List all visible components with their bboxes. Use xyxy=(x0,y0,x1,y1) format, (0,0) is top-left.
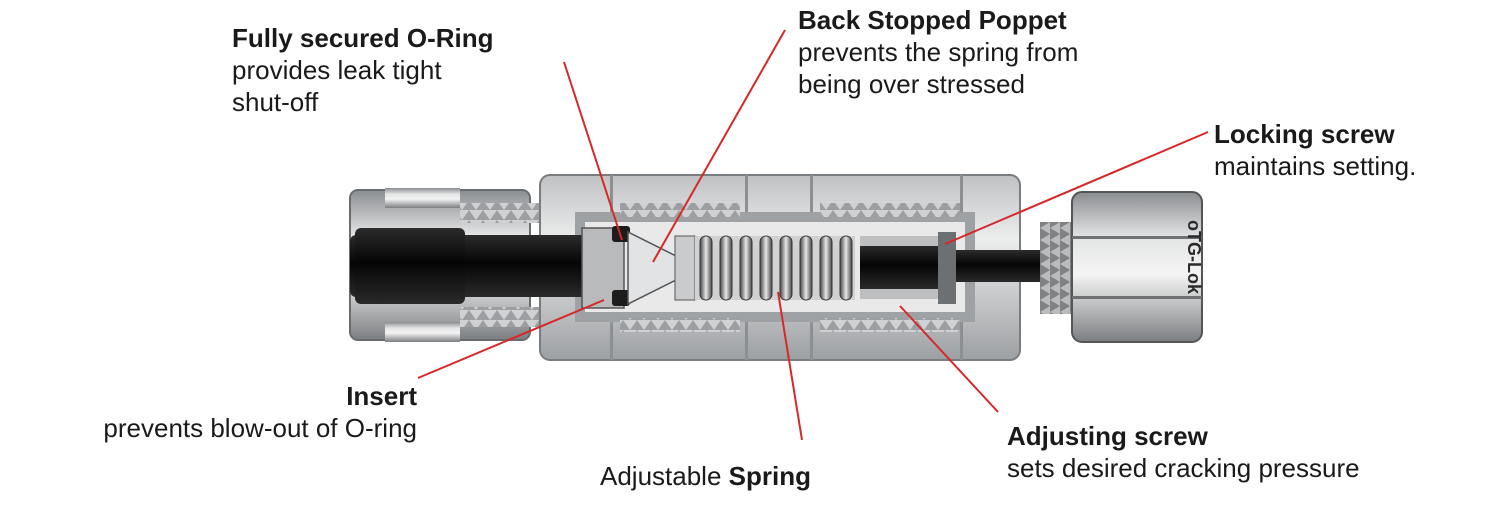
valve-body: oTG-Lok xyxy=(349,174,1204,361)
leader-line-insert xyxy=(417,299,605,379)
leader-lines xyxy=(417,29,1209,441)
callout-poppet-title: Back Stopped Poppet xyxy=(798,5,1067,35)
callout-insert-title: Insert xyxy=(346,381,417,411)
callout-adjusting: Adjusting screw sets desired cracking pr… xyxy=(1007,420,1360,484)
callout-oring-desc-2: shut-off xyxy=(232,87,319,117)
adjusting-screw xyxy=(860,232,956,304)
callout-insert: Insert prevents blow-out of O-ring xyxy=(103,380,417,444)
brand-mark: oTG-Lok xyxy=(1184,220,1204,295)
callout-adjusting-desc-1: sets desired cracking pressure xyxy=(1007,453,1360,483)
callout-poppet: Back Stopped Poppet prevents the spring … xyxy=(798,4,1078,100)
bore xyxy=(350,228,1060,304)
callout-poppet-desc-1: prevents the spring from xyxy=(798,37,1079,67)
spring xyxy=(695,235,855,301)
leader-line-locking xyxy=(944,131,1209,245)
callout-locking-desc-1: maintains setting. xyxy=(1214,151,1417,181)
callout-poppet-desc-2: being over stressed xyxy=(798,69,1025,99)
callout-spring-prefix: Adjustable xyxy=(600,461,722,491)
leader-line-poppet xyxy=(652,29,786,263)
callout-locking: Locking screw maintains setting. xyxy=(1214,118,1416,182)
leader-line-adjusting xyxy=(899,305,999,413)
callout-spring-title: Spring xyxy=(728,461,811,491)
callout-oring: Fully secured O-Ring provides leak tight… xyxy=(232,22,494,118)
callout-spring: Adjustable Spring xyxy=(600,460,811,492)
right-nut: oTG-Lok xyxy=(1040,191,1204,343)
callout-oring-title: Fully secured O-Ring xyxy=(232,23,494,53)
leader-line-oring xyxy=(563,61,623,241)
callout-oring-desc-1: provides leak tight xyxy=(232,55,442,85)
leader-line-spring xyxy=(777,291,803,441)
insert-and-poppet xyxy=(581,226,702,309)
callout-locking-title: Locking screw xyxy=(1214,119,1395,149)
callout-adjusting-title: Adjusting screw xyxy=(1007,421,1208,451)
callout-insert-desc-1: prevents blow-out of O-ring xyxy=(103,413,417,443)
